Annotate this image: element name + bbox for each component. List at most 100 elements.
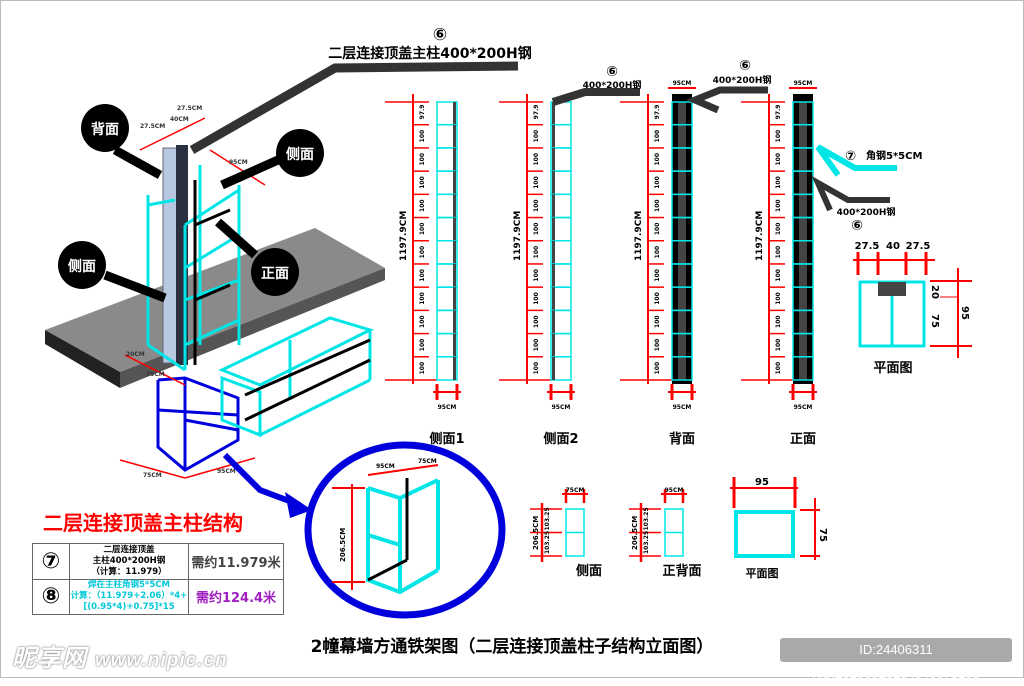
width-label: 95CM: [665, 487, 684, 494]
marker: ⑥: [433, 25, 447, 45]
dim-label: 27.5CM: [177, 105, 202, 112]
dim-label: 75: [929, 314, 940, 328]
total-height-label: 1197.9CM: [513, 211, 523, 261]
segment-label: 100: [533, 269, 540, 282]
structure-title: 二层连接顶盖主柱结构: [43, 511, 243, 535]
segment-label: 100: [654, 199, 661, 212]
detail-circle: 206.5CM 95CM 75CM: [304, 441, 506, 619]
beam-black-members: [244, 338, 371, 422]
row-number: ⑧: [32, 578, 70, 615]
steel-edge: [552, 333, 555, 357]
frame-segment: [792, 356, 814, 381]
view-label: 背面: [669, 431, 695, 447]
steel-edge: [453, 147, 456, 172]
main-title: 2幢幕墙方通铁架图（二层连接顶盖柱子结构立面图）: [311, 636, 714, 657]
width-label: 95CM: [794, 80, 813, 87]
segment-label: 100: [533, 315, 540, 328]
row-amount: 需约11.979米: [188, 543, 284, 580]
dim-label: 95CM: [229, 159, 248, 166]
height-label: 206.5CM: [532, 516, 540, 550]
segment-label: 100: [533, 176, 540, 189]
plan-view-top: 27.5 40 27.5 20 75 95 平面图: [853, 241, 972, 376]
steel-edge: [453, 310, 456, 334]
steel-edge: [552, 240, 555, 264]
steel-edge: [453, 356, 456, 380]
steel-edge: [453, 287, 456, 311]
segment-label: 100: [533, 362, 540, 375]
steel-edge: [453, 102, 456, 125]
segment-label: 100: [533, 339, 540, 352]
segment-label: 100: [654, 292, 661, 305]
steel-edge: [453, 263, 456, 288]
segment-label: 100: [775, 199, 782, 212]
cyan-angle-frame: [146, 165, 241, 372]
segment-label: 97.9: [775, 105, 782, 120]
segment-label: 97.9: [654, 105, 661, 120]
callout-label: 角钢5*5CM: [866, 149, 922, 162]
desc-line: 计算：（11.979+2.06）*4+: [70, 591, 188, 602]
width-label: 75CM: [566, 487, 585, 494]
segment-label: 100: [533, 130, 540, 143]
segment-label: 100: [419, 315, 426, 328]
width-label: 95CM: [438, 404, 457, 411]
steel-edge: [552, 171, 555, 195]
dim-label: 20CM: [126, 351, 145, 358]
view-label: 正背面: [662, 563, 701, 579]
blue-lower-frame: [156, 376, 240, 472]
segment-label: 100: [419, 223, 426, 236]
callout-label: 正面: [261, 266, 289, 282]
dim-label: 95: [959, 306, 970, 320]
steel-edge: [552, 147, 555, 172]
width-label: 95CM: [794, 404, 813, 411]
elevation-front: 97.9100100100100100100100100100100100119…: [741, 80, 817, 447]
segment-label: 100: [533, 199, 540, 212]
segment-label: 97.9: [419, 105, 426, 120]
row-amount: 需约124.4米: [188, 578, 284, 615]
steel-edge: [552, 263, 555, 288]
width-label: 95CM: [673, 404, 692, 411]
elevation-side1: 97.9100100100100100100100100100100100119…: [385, 94, 465, 447]
dim-label: 75: [817, 528, 828, 542]
callout-side-right: 侧面: [220, 129, 324, 190]
desc-line: （计算：11.979）: [91, 566, 167, 577]
steel-edge: [552, 310, 555, 334]
steel-edge: [453, 171, 456, 195]
segment-label: 100: [654, 339, 661, 352]
segment-label: 100: [419, 292, 426, 305]
segment-label: 100: [775, 339, 782, 352]
frame-segment: [436, 356, 458, 381]
segment-label: 100: [419, 246, 426, 259]
desc-line: 主柱400*200H钢: [92, 555, 166, 566]
view-label: 侧面2: [543, 431, 578, 447]
segment-label: 100: [533, 223, 540, 236]
segment-label: 100: [419, 130, 426, 143]
top-callout-label: 二层连接顶盖主柱400*200H钢: [328, 45, 532, 62]
frame-segment: [550, 356, 572, 381]
detail-pointer-arrow: [222, 452, 312, 518]
dim-label: 95CM: [217, 468, 236, 475]
callout-label: 400*200H钢: [713, 74, 772, 86]
front-angle-callout: ⑦ 角钢5*5CM: [815, 144, 922, 177]
dim-label: 27.5: [855, 241, 880, 252]
segment-label: 100: [654, 246, 661, 259]
steel-edge: [552, 102, 555, 125]
segment-label: 100: [775, 315, 782, 328]
segment-label: 100: [654, 130, 661, 143]
dim-label: 27.5: [906, 241, 931, 252]
back-callout: ⑥ 400*200H钢: [685, 58, 772, 114]
segment-label: 100: [419, 199, 426, 212]
desc-line: 焊在主柱角钢5*5CM: [88, 580, 170, 591]
desc-line: 二层连接顶盖: [103, 544, 155, 555]
segment-label: 100: [775, 130, 782, 143]
steel-edge: [552, 356, 555, 380]
callout-label: 400*200H钢: [583, 79, 642, 91]
row-description: 焊在主柱角钢5*5CM 计算：（11.979+2.06）*4+ [(0.95*4…: [69, 578, 189, 615]
height-label: 206.5CM: [631, 516, 639, 550]
steel-edge: [453, 194, 456, 218]
segment-label: 100: [654, 176, 661, 189]
watermark-brand: 昵享网: [12, 645, 87, 672]
dim-label: 206.5CM: [339, 528, 347, 562]
